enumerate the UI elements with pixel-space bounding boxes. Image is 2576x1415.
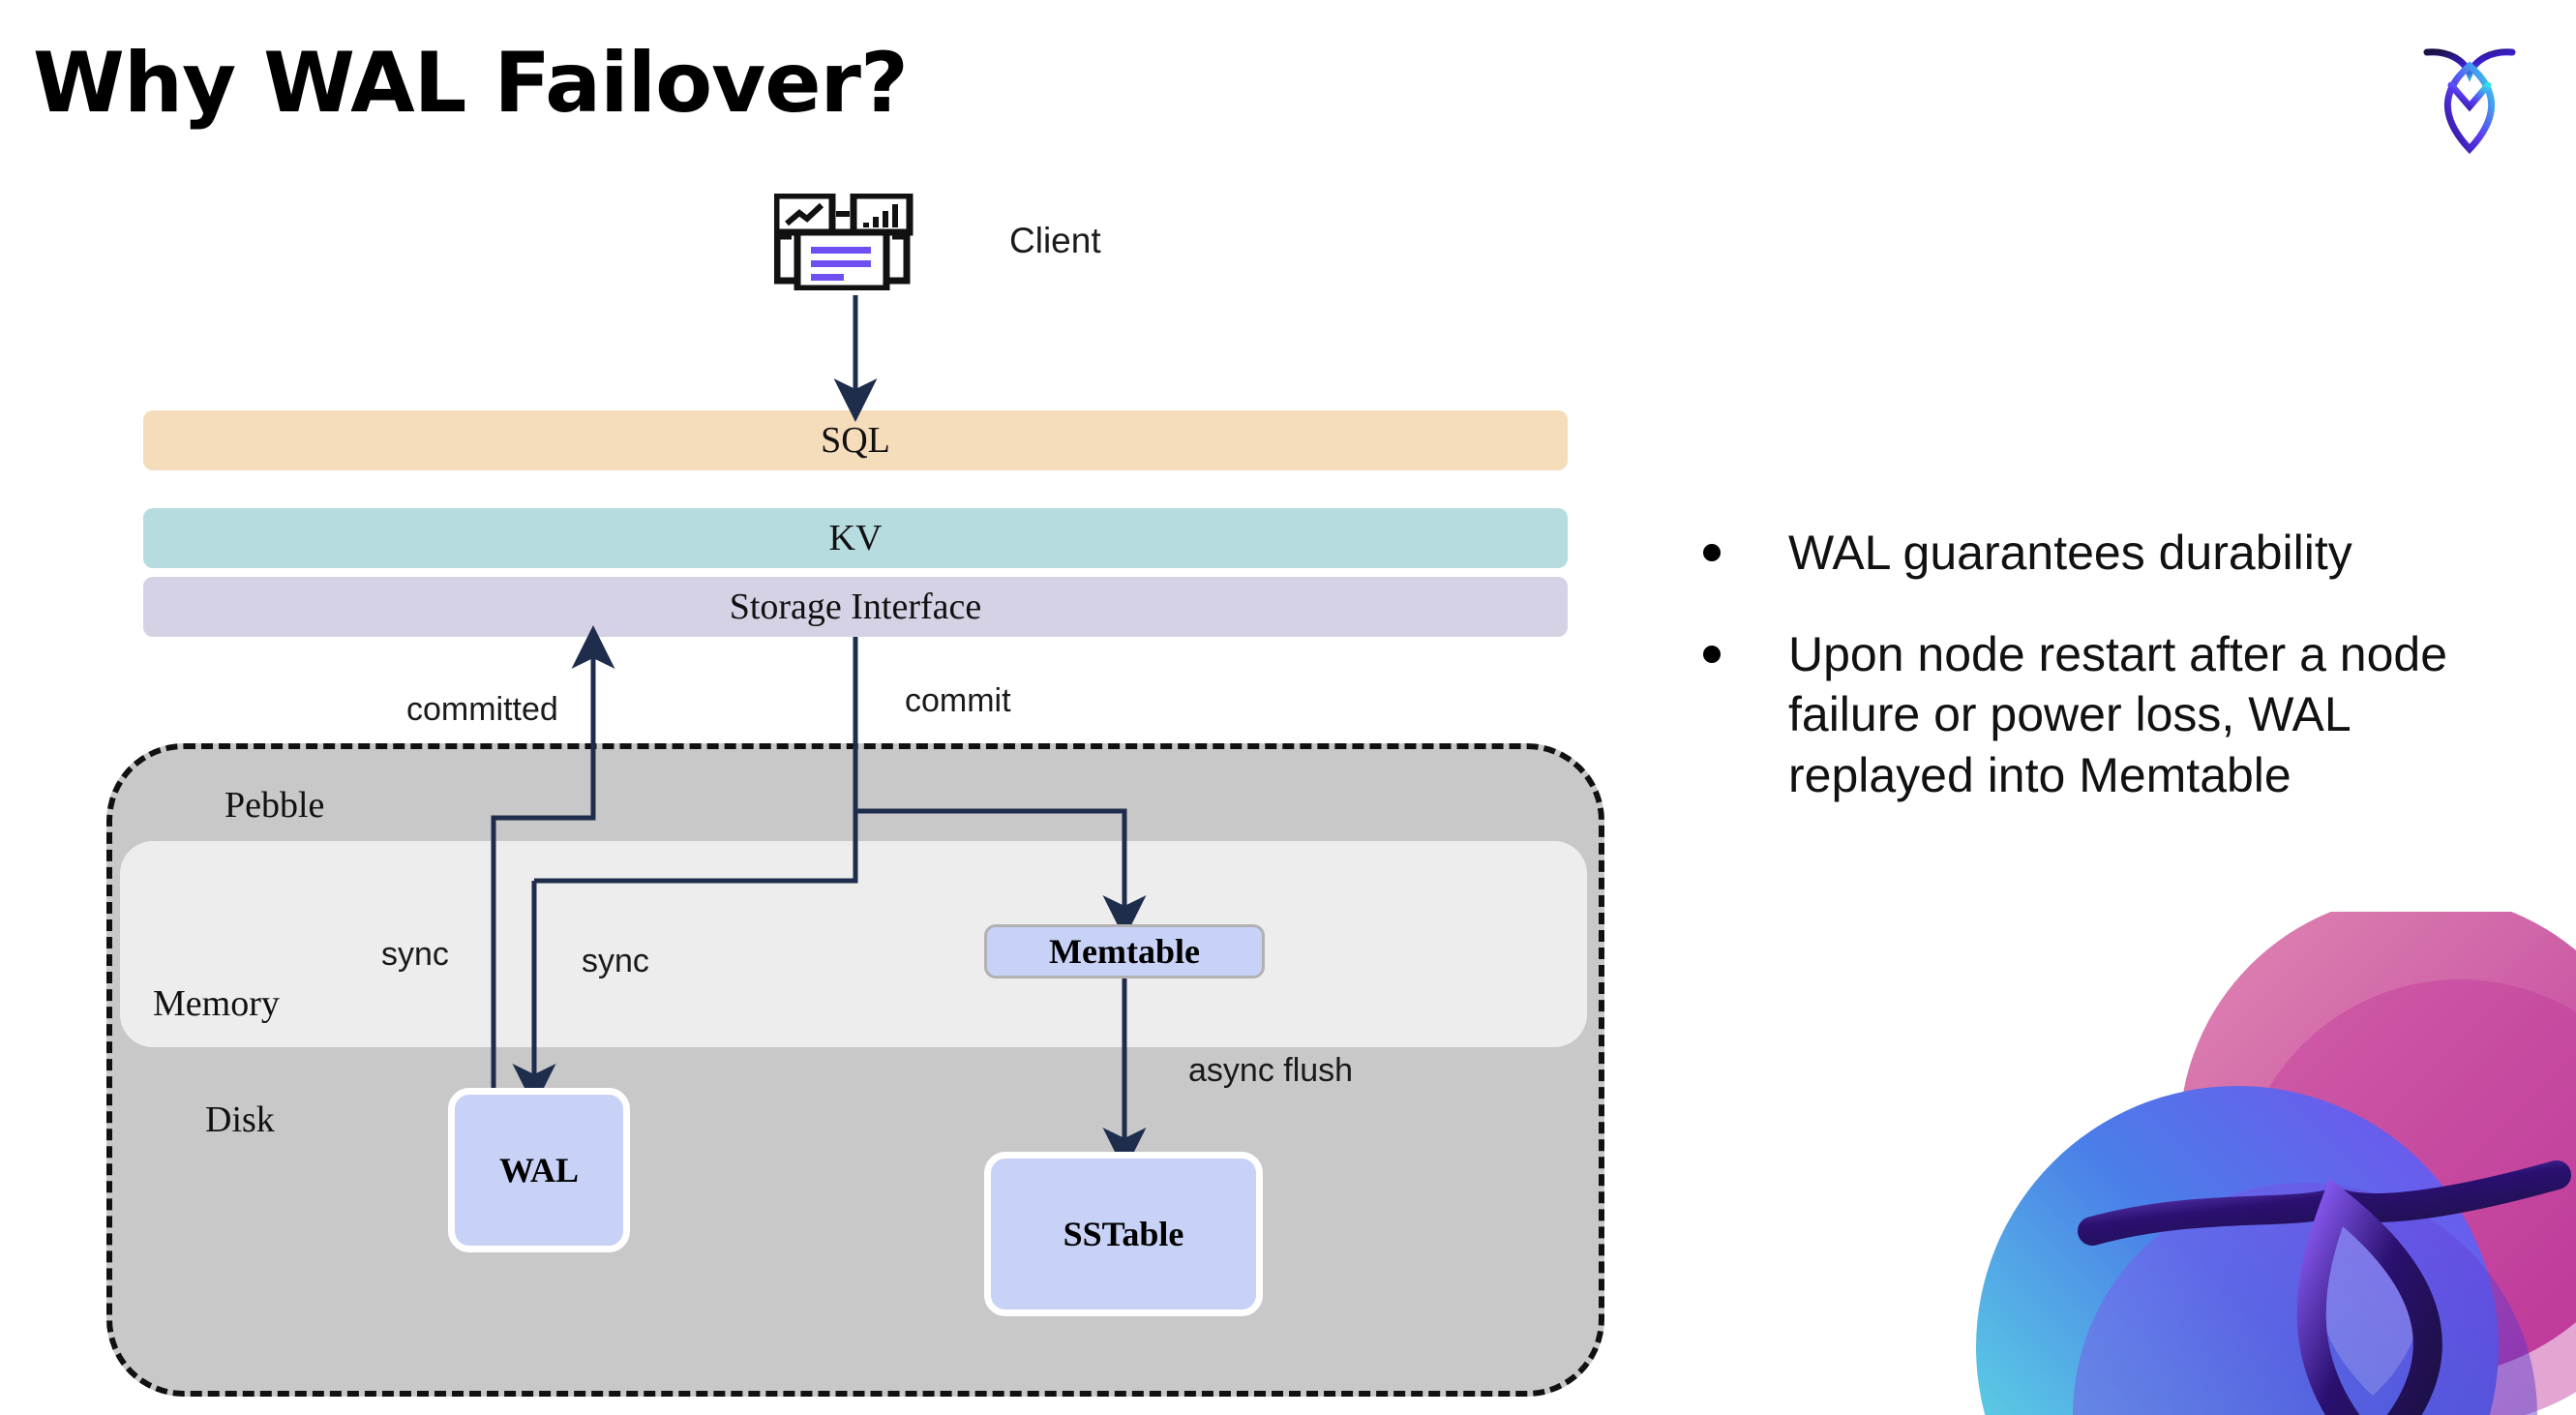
layer-label-storage-interface: Storage Interface bbox=[729, 587, 982, 627]
layer-bar-kv: KV bbox=[143, 508, 1568, 568]
layer-bar-storage-interface: Storage Interface bbox=[143, 577, 1568, 637]
bullet-list: WAL guarantees durability Upon node rest… bbox=[1703, 523, 2526, 846]
edge-label-async-flush: async flush bbox=[1188, 1052, 1354, 1089]
memory-label: Memory bbox=[153, 983, 280, 1024]
node-label-sstable: SSTable bbox=[1063, 1215, 1184, 1253]
bullet-text: WAL guarantees durability bbox=[1788, 526, 2352, 580]
client-label: Client bbox=[1009, 221, 1101, 260]
layer-label-sql: SQL bbox=[821, 420, 890, 461]
node-label-wal: WAL bbox=[498, 1151, 580, 1189]
edge-label-sync-right: sync bbox=[582, 943, 649, 979]
bullet-text: Upon node restart after a node failure o… bbox=[1788, 626, 2448, 802]
bullet-dot-icon bbox=[1703, 645, 1721, 663]
node-label-memtable: Memtable bbox=[1049, 932, 1200, 971]
list-item: WAL guarantees durability bbox=[1703, 523, 2526, 584]
cockroachdb-logo-icon bbox=[2411, 31, 2528, 157]
bullet-dot-icon bbox=[1703, 544, 1721, 561]
edge-label-commit: commit bbox=[905, 682, 1011, 719]
edge-label-sync-left: sync bbox=[381, 936, 449, 973]
edge-label-committed: committed bbox=[406, 691, 558, 728]
cockroachdb-decorative-artwork bbox=[1918, 912, 2576, 1415]
list-item: Upon node restart after a node failure o… bbox=[1703, 624, 2526, 806]
node-sstable: SSTable bbox=[984, 1152, 1263, 1316]
disk-label: Disk bbox=[205, 1099, 275, 1140]
layer-label-kv: KV bbox=[828, 518, 883, 558]
pebble-label: Pebble bbox=[225, 785, 325, 826]
client-monitor-icon bbox=[772, 192, 929, 292]
node-memtable: Memtable bbox=[984, 924, 1265, 978]
memory-region bbox=[120, 841, 1587, 1047]
page-title: Why WAL Failover? bbox=[33, 35, 909, 132]
node-wal: WAL bbox=[448, 1088, 630, 1252]
layer-bar-sql: SQL bbox=[143, 410, 1568, 470]
